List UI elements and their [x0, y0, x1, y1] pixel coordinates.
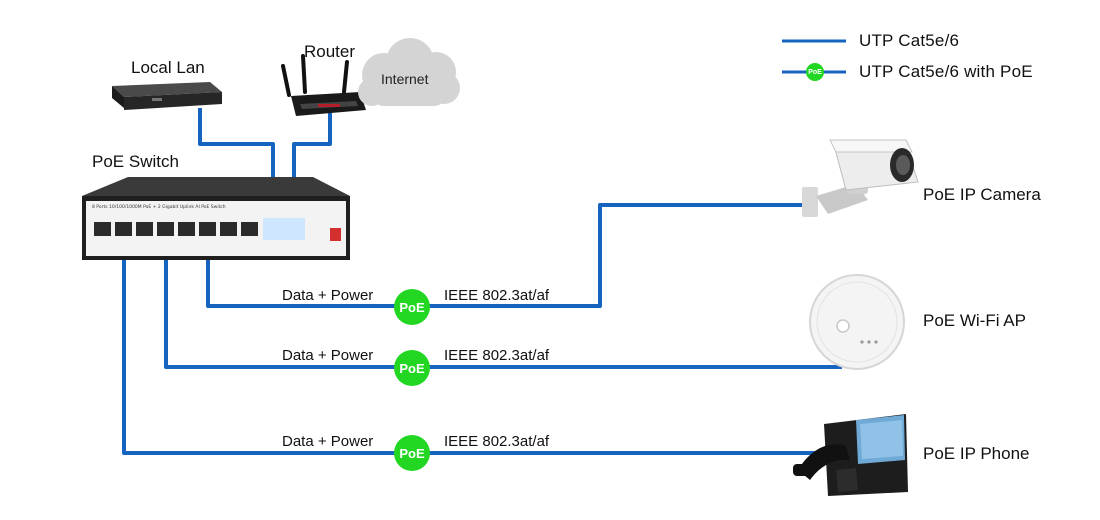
switch-port [94, 222, 111, 236]
connection-3-poe-badge: PoE [394, 435, 430, 471]
connection-3-right-label: IEEE 802.3at/af [444, 433, 550, 450]
connection-2-right-label: IEEE 802.3at/af [444, 347, 550, 364]
router-label: Router [304, 42, 356, 61]
connection-2-left-label: Data + Power [282, 347, 374, 364]
legend-utp-poe-label: UTP Cat5e/6 with PoE [859, 62, 1033, 81]
internet-label: Internet [381, 71, 429, 87]
connection-3-left-label: Data + Power [282, 433, 374, 450]
ip-phone-icon [793, 414, 908, 496]
switch-port [241, 222, 258, 236]
connection-2-poe-badge: PoE [394, 350, 430, 386]
legend-utp-label: UTP Cat5e/6 [859, 31, 960, 50]
switch-panel-text: 8 Ports 10/100/1000M PoE + 2 Gigabit Upl… [92, 204, 226, 210]
legend-poe-badge: PoE [806, 63, 824, 81]
connection-1-left-label: Data + Power [282, 287, 374, 304]
local-lan-label: Local Lan [131, 58, 205, 77]
switch-port [199, 222, 216, 236]
router-icon [281, 54, 370, 116]
wifi-ap-icon [809, 274, 905, 370]
wifi-ap-label: PoE Wi-Fi AP [923, 311, 1026, 330]
ip-phone-label: PoE IP Phone [923, 444, 1030, 463]
cable-phone [122, 246, 818, 455]
ip-camera-icon [802, 139, 919, 217]
switch-port [136, 222, 153, 236]
cloud-icon [358, 38, 460, 106]
cable-wifi-ap [164, 246, 842, 369]
switch-port [115, 222, 132, 236]
poe-switch-label: PoE Switch [92, 152, 179, 171]
poe-switch-icon: 8 Ports 10/100/1000M PoE + 2 Gigabit Upl… [82, 177, 350, 260]
switch-port [157, 222, 174, 236]
ip-camera-label: PoE IP Camera [923, 185, 1041, 204]
cable-camera [206, 203, 808, 308]
local-lan-icon [112, 82, 222, 110]
switch-port [178, 222, 195, 236]
switch-port [220, 222, 237, 236]
connection-1-right-label: IEEE 802.3at/af [444, 287, 550, 304]
connection-1-poe-badge: PoE [394, 289, 430, 325]
